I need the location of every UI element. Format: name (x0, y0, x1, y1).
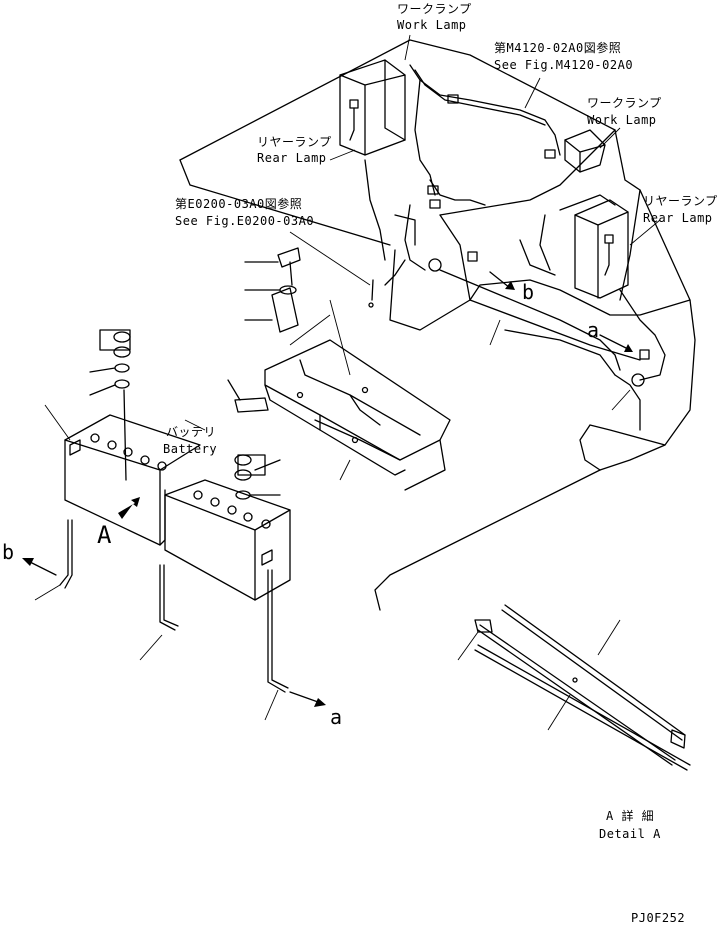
battery-jp-label: バッテリ (166, 425, 217, 439)
leader-lines (34, 34, 661, 721)
work-lamp-top-en-label: Work Lamp (397, 18, 467, 32)
rear-lamp-right (574, 199, 629, 299)
rear-lamp-left-jp-label: リヤーランプ (257, 135, 332, 149)
work-lamp-top-jp-label: ワークランプ (397, 2, 472, 16)
drawing-code: PJ0F252 (631, 911, 686, 925)
hardware-battery-right (227, 379, 281, 500)
work-lamp (564, 129, 606, 173)
ref-m4120-jp-label: 第M4120-02A0図参照 (494, 41, 622, 55)
detail-a-en-label: Detail A (599, 827, 661, 841)
chassis-body (179, 39, 696, 611)
hardware-battery-left (89, 329, 131, 481)
ref-e0200-jp-label: 第E0200-03A0図参照 (175, 197, 303, 211)
rear-lamp-left-en-label: Rear Lamp (257, 151, 327, 165)
detail-a-jp-label: A 詳 細 (606, 809, 655, 823)
view-a-mark: A (97, 521, 112, 549)
mark-b-chassis: b (522, 280, 535, 304)
mark-a-bottom: a (330, 705, 343, 729)
rear-lamp-right-jp-label: リヤーランプ (643, 194, 717, 208)
hardware-upper (244, 247, 301, 333)
hold-down-rods (59, 519, 289, 693)
wiring-harness (364, 64, 666, 387)
work-lamp-right-en-label: Work Lamp (587, 113, 657, 127)
battery-bracket (264, 339, 451, 491)
ref-e0200-en-label: See Fig.E0200-03A0 (175, 214, 315, 228)
battery-right (164, 479, 291, 601)
rear-lamp-right-en-label: Rear Lamp (643, 211, 713, 225)
ref-m4120-en-label: See Fig.M4120-02A0 (494, 58, 634, 72)
detail-a-drawing (457, 604, 691, 771)
arrows (22, 271, 633, 707)
mark-b-left: b (2, 540, 15, 564)
work-lamp-right-jp-label: ワークランプ (587, 96, 662, 110)
battery-en-label: Battery (163, 442, 218, 456)
rear-lamp-left (339, 59, 406, 156)
mark-a-chassis: a (587, 318, 600, 342)
